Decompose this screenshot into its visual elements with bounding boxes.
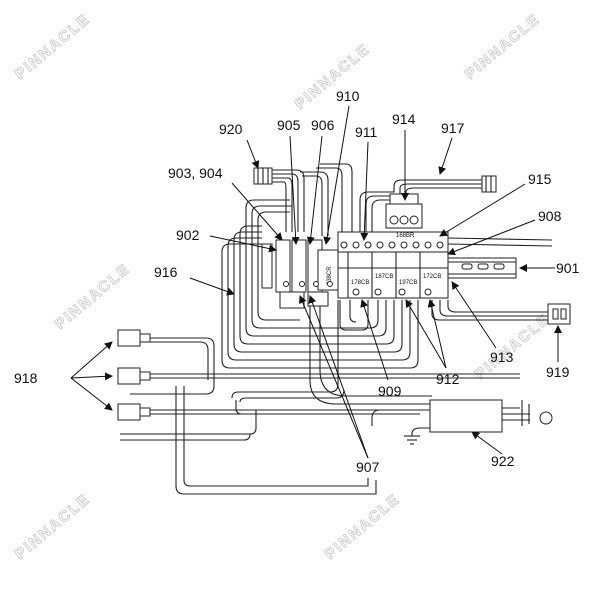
watermark-text: PINNACLE — [322, 490, 404, 563]
breaker-label-172cb: 172CB — [423, 274, 441, 280]
top-breaker — [385, 193, 423, 229]
connector-918 — [117, 329, 151, 421]
label-915: 915 — [528, 171, 552, 187]
watermark-text: PINNACLE — [52, 260, 134, 333]
breaker-label-187cb: 187CB — [375, 274, 393, 280]
callouts: 901 902 903, 904 905 906 907 908 909 910… — [14, 88, 580, 475]
connector-917 — [481, 175, 497, 193]
watermark-text: PINNACLE — [462, 10, 544, 83]
label-919: 919 — [546, 364, 570, 380]
label-902: 902 — [176, 227, 200, 243]
label-906: 906 — [311, 117, 335, 133]
label-916: 916 — [154, 264, 178, 280]
watermark-text: PINNACLE — [12, 10, 94, 83]
label-911: 911 — [355, 124, 378, 140]
wire-harness — [120, 163, 553, 495]
label-917: 917 — [441, 120, 465, 136]
label-909: 909 — [378, 383, 402, 399]
label-914: 914 — [392, 111, 416, 127]
connector-920 — [253, 167, 273, 185]
watermark-text: PINNACLE — [12, 490, 94, 563]
label-918: 918 — [14, 370, 38, 386]
label-903: 903, 904 — [168, 165, 223, 181]
label-901: 901 — [556, 260, 580, 276]
breaker-row: 168BR 178CB 187CB 197CB 172CB — [337, 231, 449, 299]
label-910: 910 — [336, 88, 360, 104]
label-908: 908 — [538, 208, 562, 224]
watermark-text: PINNACLE — [472, 310, 554, 383]
filter-922 — [404, 399, 553, 445]
breaker-label-168br: 168BR — [396, 233, 415, 239]
label-907: 907 — [356, 459, 380, 475]
watermark-text: PINNACLE — [292, 40, 374, 113]
connector-919 — [547, 303, 571, 325]
breaker-label-238cr: 238CR — [327, 266, 333, 285]
din-rail — [447, 257, 517, 279]
label-913: 913 — [490, 349, 514, 365]
label-912: 912 — [436, 371, 460, 387]
label-920: 920 — [219, 121, 243, 137]
breaker-label-178cb: 178CB — [351, 280, 369, 286]
label-922: 922 — [491, 453, 515, 469]
label-905: 905 — [277, 117, 301, 133]
relay-block: 238CR — [261, 239, 339, 309]
leader-lines — [70, 105, 562, 459]
breaker-label-197cb: 197CB — [399, 280, 417, 286]
